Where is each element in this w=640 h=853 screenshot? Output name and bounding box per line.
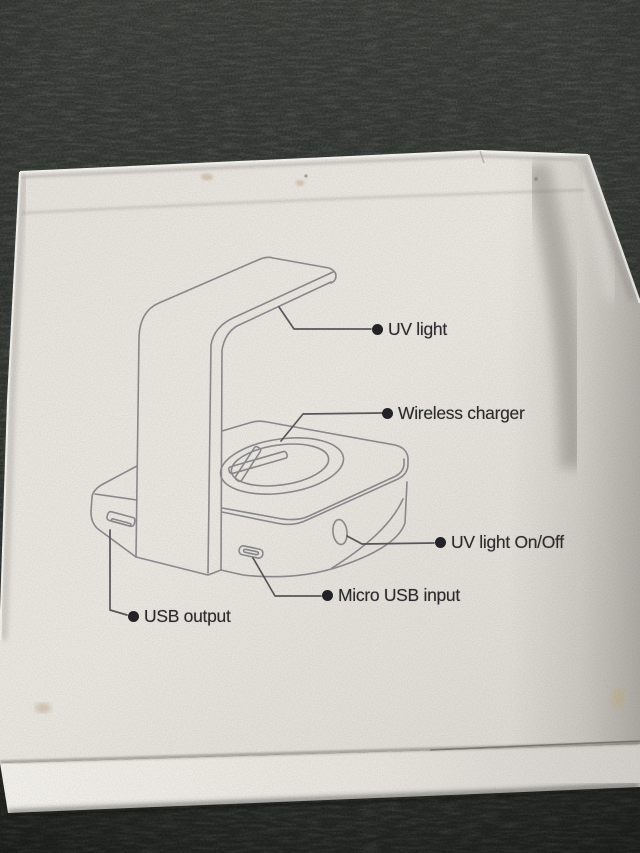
label-micro-usb-input: Micro USB input xyxy=(322,585,460,605)
bullet-icon xyxy=(435,536,446,548)
bullet-icon xyxy=(128,610,139,622)
bullet-icon xyxy=(372,323,383,335)
label-usb-output: USB output xyxy=(128,606,231,626)
label-uv-light-on-off: UV light On/Off xyxy=(435,532,564,552)
label-text: UV light xyxy=(388,319,447,339)
label-text: Micro USB input xyxy=(338,585,460,605)
label-text: Wireless charger xyxy=(398,403,525,423)
bullet-icon xyxy=(322,589,333,601)
label-text: UV light On/Off xyxy=(451,532,564,552)
label-text: USB output xyxy=(144,606,231,626)
bullet-icon xyxy=(382,407,393,419)
label-uv-light: UV light xyxy=(372,319,447,339)
label-wireless-charger: Wireless charger xyxy=(382,403,525,423)
